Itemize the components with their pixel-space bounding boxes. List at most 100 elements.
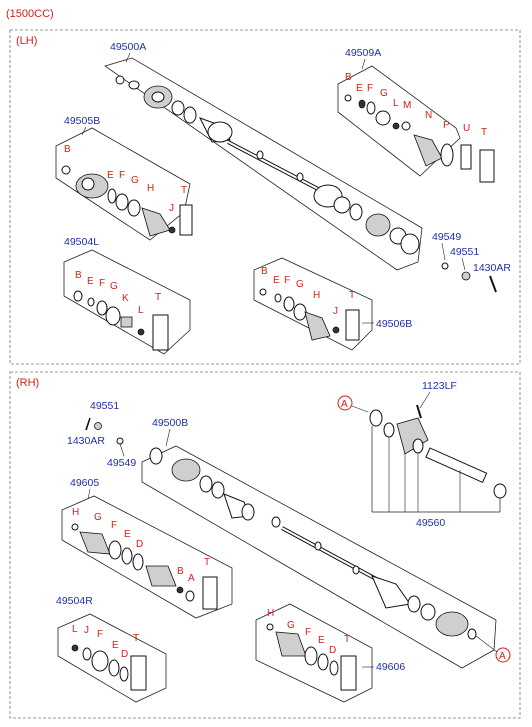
lh-kit-c-letter-f: F (99, 278, 105, 289)
lh-kit-a-letter-p: P (443, 120, 450, 131)
lh-ring-number: 49549 (432, 231, 461, 243)
rh-assy-number: 49560 (416, 517, 445, 529)
lh-kit-d-letter-g: G (296, 279, 304, 290)
lh-nut-icon (461, 271, 471, 281)
lh-section-frame (9, 29, 521, 365)
lh-kit-b-letter-t: T (181, 185, 187, 196)
lh-kit-a-letter-e: E (356, 83, 363, 94)
rh-kit-e-letter-t: T (204, 557, 210, 568)
lh-kit-c-letter-e: E (87, 276, 94, 287)
rh-ring-icon (116, 437, 124, 445)
rh-kit-g-letter-t: T (344, 634, 350, 645)
rh-kit-e-letter-d: D (136, 539, 143, 550)
rh-kit-f-parts (71, 644, 147, 691)
rh-kit-e-parts (71, 523, 218, 610)
rh-kit-g-letter-g: G (287, 620, 295, 631)
rh-kit-g-number: 49606 (376, 661, 405, 673)
rh-section-frame (9, 371, 521, 719)
lh-kit-a-letter-u: U (463, 123, 470, 134)
rh-assy-bracket (371, 426, 501, 513)
lh-kit-a-number: 49509A (345, 47, 381, 59)
lh-shaft-parts (115, 75, 420, 255)
rh-shaft-number: 49500B (152, 417, 188, 429)
rh-kit-f-letter-e: E (112, 640, 119, 651)
rh-kit-f-letter-f: F (97, 629, 103, 640)
rh-kit-g-parts (266, 623, 357, 691)
lh-kit-d-plate (253, 257, 373, 351)
lh-kit-a-letter-m: M (403, 100, 411, 111)
lh-shaft-number: 49500A (110, 41, 146, 53)
lh-label: (LH) (16, 35, 37, 47)
rh-callout-bottom-label: A (499, 651, 506, 662)
rh-nut-icon (94, 422, 102, 430)
rh-kit-g-plate (255, 603, 373, 703)
lh-kit-d-parts (259, 288, 360, 341)
rh-kit-g-letter-e: E (318, 635, 325, 646)
lh-kit-b-parts (61, 165, 193, 237)
lh-kit-c-number: 49504L (64, 236, 99, 248)
lh-kit-d-letter-e: E (273, 275, 280, 286)
rh-kit-e-letter-e: E (124, 529, 131, 540)
rh-kit-g-letter-f: F (305, 627, 311, 638)
rh-kit-f-plate (57, 613, 167, 703)
lh-ring-icon (441, 262, 449, 270)
lh-kit-c-letter-t: T (155, 292, 161, 303)
lh-kit-b-letter-j: J (169, 203, 174, 214)
lh-kit-d-letter-j: J (333, 306, 338, 317)
lh-kit-a-letter-f: F (367, 83, 373, 94)
rh-kit-e-letter-f: F (111, 520, 117, 531)
rh-callout-bottom (495, 647, 511, 663)
lh-kit-a-letter-g: G (380, 88, 388, 99)
lh-kit-c-letter-g: G (110, 281, 118, 292)
rh-kit-f-letter-d: D (121, 649, 128, 660)
rh-nut-number: 49551 (90, 400, 119, 412)
lh-kit-c-plate (63, 249, 191, 355)
lh-kit-b-letter-h: H (147, 183, 154, 194)
lh-kit-c-letter-k: K (122, 293, 129, 304)
lh-kit-b-letter-e: E (107, 170, 114, 181)
rh-kit-f-letter-t: T (133, 633, 139, 644)
lh-kit-a-letter-b: B (345, 72, 352, 83)
lh-pin-number: 1430AR (473, 262, 511, 274)
rh-kit-e-plate (61, 495, 233, 619)
lh-kit-d-letter-t: T (349, 290, 355, 301)
lh-kit-d-letter-h: H (313, 290, 320, 301)
lh-pin-icon (489, 275, 497, 293)
rh-callout-top-label: A (341, 399, 348, 410)
lh-kit-a-letter-t: T (481, 127, 487, 138)
lh-kit-a-plate (337, 65, 461, 177)
rh-kit-g-letter-h: H (267, 608, 274, 619)
lh-kit-b-letter-f: F (119, 170, 125, 181)
lh-kit-d-letter-f: F (284, 275, 290, 286)
rh-label: (RH) (16, 377, 39, 389)
rh-pin-icon (85, 417, 91, 431)
lh-kit-a-parts (344, 94, 495, 183)
engine-label: (1500CC) (6, 8, 54, 20)
rh-kit-e-letter-b: B (177, 566, 184, 577)
rh-ring-number: 49549 (107, 457, 136, 469)
lh-nut-number: 49551 (450, 246, 479, 258)
rh-kit-e-letter-a: A (188, 573, 195, 584)
lh-kit-a-letter-n: N (425, 110, 432, 121)
rh-kit-f-letter-l: L (72, 624, 78, 635)
lh-kit-d-number: 49506B (376, 318, 412, 330)
lh-kit-c-parts (73, 290, 169, 351)
lh-kit-a-letter-l: L (393, 98, 399, 109)
rh-kit-g-letter-d: D (329, 645, 336, 656)
rh-kit-f-number: 49504R (56, 595, 93, 607)
rh-kit-e-number: 49605 (70, 477, 99, 489)
lh-kit-c-letter-l: L (138, 305, 144, 316)
rh-kit-e-letter-h: H (72, 507, 79, 518)
lh-kit-b-number: 49505B (64, 115, 100, 127)
lh-kit-d-letter-b: B (261, 266, 268, 277)
rh-bolt-number: 1123LF (422, 380, 457, 392)
lh-kit-b-letter-g: G (131, 175, 139, 186)
lh-kit-b-letter-b: B (64, 144, 71, 155)
lh-kit-c-letter-b: B (75, 270, 82, 281)
rh-shaft-parts (149, 447, 477, 640)
rh-pin-number: 1430AR (67, 435, 105, 447)
rh-bolt-icon (416, 404, 422, 419)
rh-shaft-assy-parts (369, 409, 507, 499)
rh-kit-f-letter-j: J (84, 625, 89, 636)
